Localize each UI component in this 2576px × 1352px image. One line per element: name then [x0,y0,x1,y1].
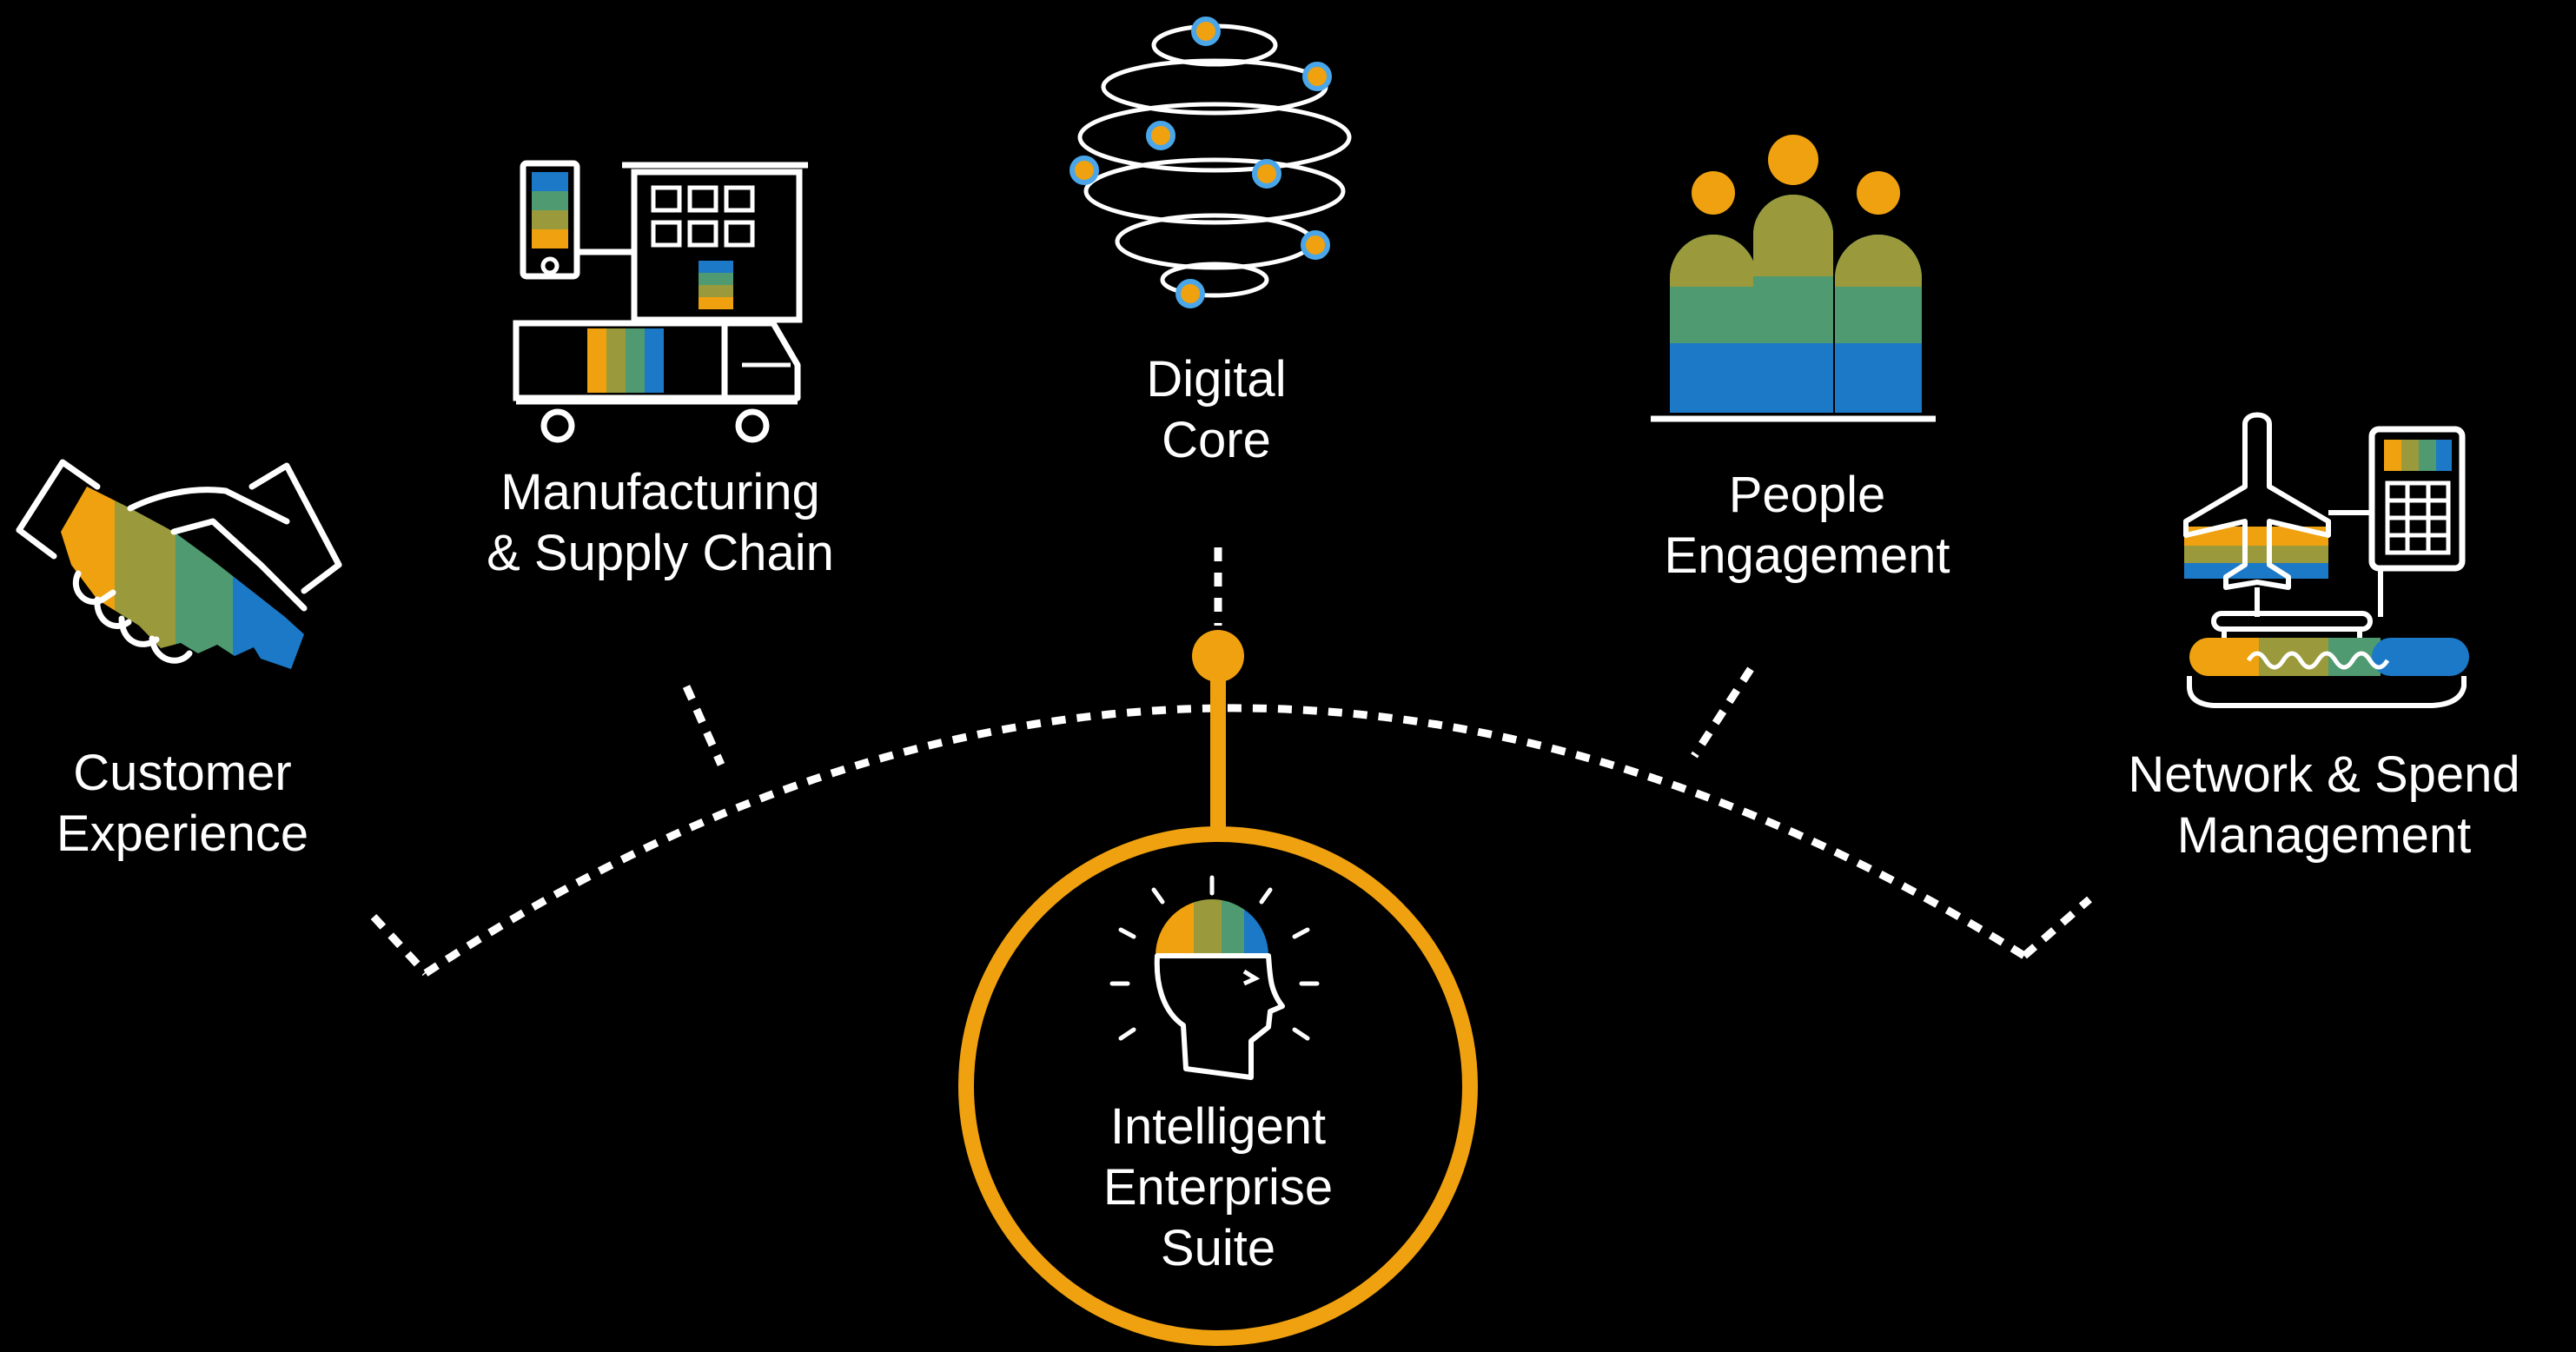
dotted-arc [423,704,2027,977]
label-intelligent-enterprise-suite: Intelligent Enterprise Suite [1103,1098,1334,1276]
person-right [1835,235,1922,413]
label-customer-experience: Customer Experience [56,745,309,862]
center-junction-dot [1192,630,1244,682]
arc-end-left [370,913,429,977]
people-group-icon [1651,135,1936,422]
plane-payment-icon [2183,412,2469,708]
arc-end-right [2022,896,2092,959]
connector-arc [370,547,2092,977]
person-middle [1753,195,1833,413]
label-people-engagement: People Engagement [1664,467,1950,584]
factory-truck-icon [513,160,808,443]
person-left [1670,235,1757,413]
label-manufacturing-supply-chain: Manufacturing & Supply Chain [487,464,834,581]
label-digital-core: Digital Core [1146,351,1287,468]
tick-manufacturing [682,685,725,766]
orbit-sphere-icon [1069,17,1352,308]
tick-people [1691,666,1754,759]
lightbulb-head-icon [1109,875,1320,1080]
label-network-spend-management: Network & Spend Management [2128,746,2520,864]
center-node [958,630,1478,1346]
center-ring [958,826,1478,1346]
handshake-icon [16,459,342,669]
